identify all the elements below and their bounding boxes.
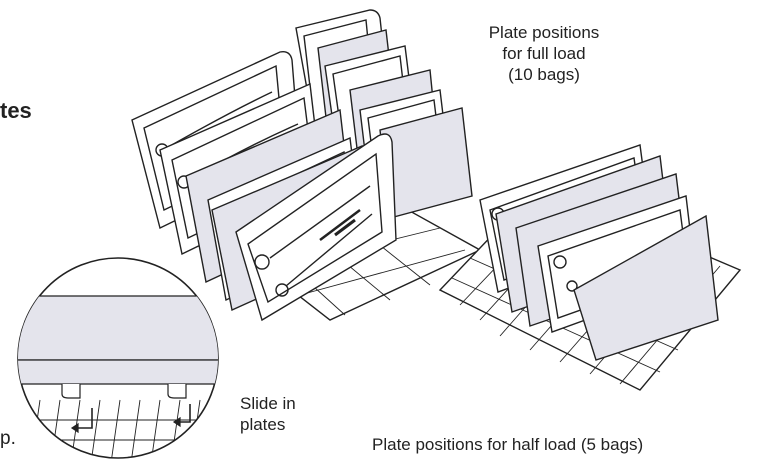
cropped-text: p. [0,428,16,449]
full-load-line-1: Plate positions [488,23,600,42]
arrow-right [180,404,191,423]
full-load-line-2: for full load [502,44,586,63]
mag-plate [18,295,218,361]
full-load-line-3: (10 bags) [508,65,580,84]
half-load-rack [438,144,742,391]
full-load-rack [131,9,482,322]
full-load-label: Plate positions for full load (10 bags) [464,22,624,85]
tray-front-4 [235,133,397,322]
cropped-heading: tes [0,98,32,123]
slide-in-line-2: plates [240,415,286,434]
slide-in-label: Slide in plates [240,393,320,435]
magnifier-detail [17,257,219,459]
half-load-label: Plate positions for half load (5 bags) [372,435,644,454]
slide-in-line-1: Slide in [240,394,296,413]
arrow-left [78,408,93,429]
plate-half-3 [573,214,719,361]
